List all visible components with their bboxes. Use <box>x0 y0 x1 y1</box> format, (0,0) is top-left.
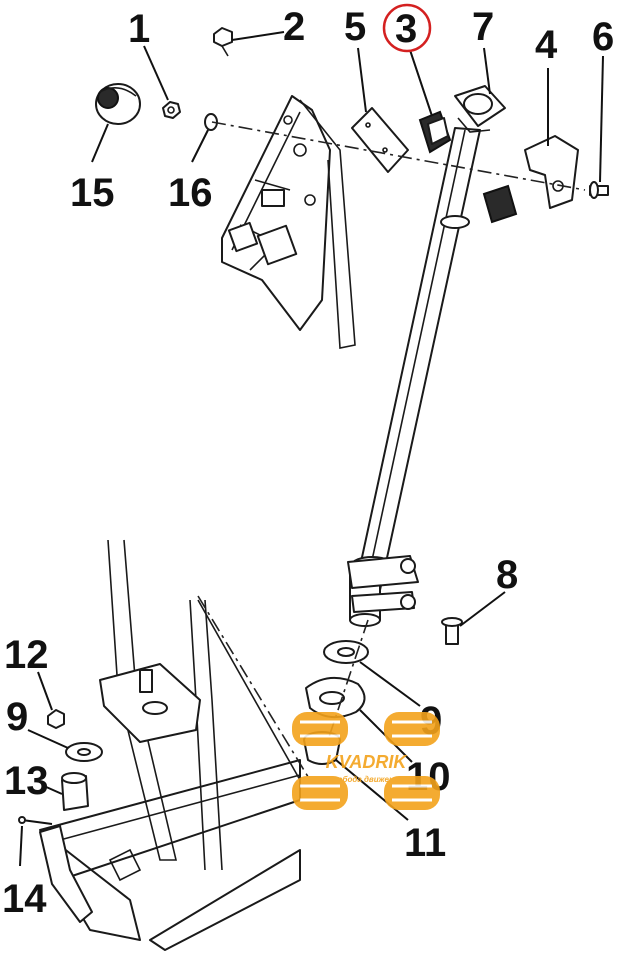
part-5-plate <box>351 107 409 173</box>
alignment-line-upper <box>211 121 586 191</box>
kvadrik-watermark-logo: KVADRIK свобода движения <box>292 712 440 810</box>
part-12-nut <box>47 709 65 729</box>
part-7-top-flange <box>454 85 506 133</box>
callout-labels: 1 2 3 4 5 6 7 8 9 9 10 11 12 13 14 15 16 <box>2 5 614 921</box>
callout-2: 2 <box>283 5 305 49</box>
part-2-bolt <box>213 27 233 57</box>
part-3-bushing <box>418 110 452 154</box>
callout-4: 4 <box>535 23 558 67</box>
callout-9-lower: 9 <box>6 695 28 739</box>
leader-lines <box>19 31 604 867</box>
part-14-pin <box>18 816 53 825</box>
callout-1: 1 <box>128 7 150 51</box>
shaft-lower-bracket <box>347 555 419 613</box>
dash-bracket-panel <box>221 95 356 349</box>
part-13-sleeve <box>61 772 89 811</box>
part-4-clamp-bracket <box>524 135 579 209</box>
callout-12: 12 <box>4 633 49 677</box>
callout-14: 14 <box>2 877 47 921</box>
part-6-bolt <box>589 181 609 199</box>
watermark-tagline: свобода движения <box>329 775 404 784</box>
steering-column-shaft <box>349 127 481 627</box>
callout-5: 5 <box>344 5 366 49</box>
lower-frame <box>39 539 301 951</box>
part-15-grommet <box>95 83 141 125</box>
callout-11: 11 <box>404 821 446 865</box>
callout-6: 6 <box>592 15 614 59</box>
callout-3: 3 <box>395 7 417 51</box>
callout-13: 13 <box>4 759 49 803</box>
callout-8: 8 <box>496 553 518 597</box>
callout-15: 15 <box>70 171 115 215</box>
part-9-washer-upper <box>323 640 369 664</box>
watermark-brand: KVADRIK <box>326 752 409 772</box>
part-9-washer-lower <box>65 742 103 762</box>
alignment-line-shaft <box>327 619 369 741</box>
part-8-bolt <box>441 617 463 645</box>
alignment-line-lower <box>197 595 311 781</box>
part-16-washer <box>204 113 218 131</box>
callout-7: 7 <box>472 5 494 49</box>
part-10-flange-plate <box>305 677 366 719</box>
part-3-bushing-lower <box>482 184 518 224</box>
part-1-nut <box>162 101 181 119</box>
callout-16: 16 <box>168 171 213 215</box>
highlight-circle-part-3 <box>382 3 432 53</box>
